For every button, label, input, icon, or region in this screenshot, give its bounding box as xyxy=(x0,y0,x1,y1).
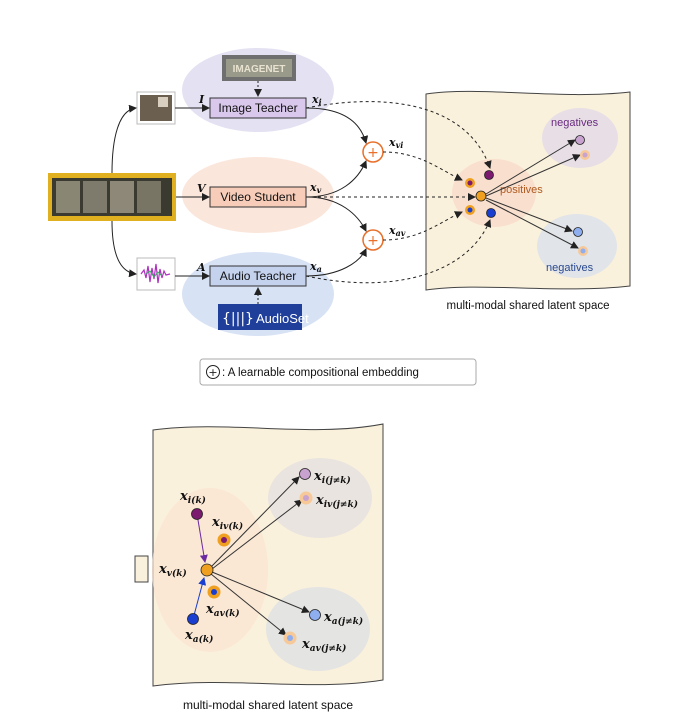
x-av-label: xav xyxy=(388,224,406,238)
plus-av-node: + xyxy=(362,229,384,251)
strip-to-audio-arrow xyxy=(111,220,137,278)
bottom-point-xi-k xyxy=(191,508,203,520)
xv-to-plus-av-arrow xyxy=(305,196,367,232)
top-point-xv xyxy=(475,190,487,202)
top-latent-caption: multi-modal shared latent space xyxy=(447,300,610,312)
svg-text:+: + xyxy=(367,233,379,249)
bottom-neg-region-bottom xyxy=(266,587,370,671)
xa-to-latent-dashed xyxy=(305,219,492,284)
xi-to-latent-dashed xyxy=(305,101,492,169)
negatives-top-label: negatives xyxy=(551,117,599,129)
bottom-point-xiv-jk-core xyxy=(303,495,309,501)
label-x-av-jk: xav(j≠k) xyxy=(301,637,346,654)
xi-to-xv-arrow xyxy=(196,513,208,563)
input-v-label: V xyxy=(197,182,207,195)
audio-teacher-label: Audio Teacher xyxy=(220,269,297,283)
label-x-i-k: xi(k) xyxy=(179,489,206,506)
bottom-point-xa-k xyxy=(187,613,199,625)
image-frame-thumbnail xyxy=(136,91,176,125)
svg-text:+: + xyxy=(208,366,217,379)
x-vi-label: xvi xyxy=(388,136,403,150)
xv-to-plus-vi-arrow xyxy=(305,160,367,198)
input-a-label: A xyxy=(196,261,206,274)
bottom-point-xav-jk-core xyxy=(287,635,293,641)
audio-waveform-thumbnail xyxy=(136,257,176,291)
label-x-iv-jk: xiv(j≠k) xyxy=(315,493,358,510)
to-neg-xi-arrow xyxy=(485,139,576,195)
to-neg-xa-arrow xyxy=(485,197,573,233)
xa-to-xv-arrow xyxy=(192,577,207,620)
strip-to-image-arrow xyxy=(111,104,137,174)
audioset-logo-icon: {|||} xyxy=(222,311,254,327)
bottom-point-xav-k-core xyxy=(211,589,217,595)
top-point-xav-core xyxy=(467,207,473,213)
bottom-side-tab xyxy=(134,555,149,583)
legend-plus-icon xyxy=(206,365,220,379)
legend-text: : A learnable compositional embedding xyxy=(222,367,419,379)
audioset-logo: {|||} AudioSet xyxy=(218,304,309,330)
x-a-label: xa xyxy=(309,260,322,274)
xv-to-xiv-neg-arrow xyxy=(211,499,303,570)
audioset-logo-text: AudioSet xyxy=(256,311,309,326)
imagenet-logo: IMAGENET xyxy=(222,55,296,81)
bottom-point-xi-jk xyxy=(299,468,311,480)
xv-to-xi-neg-arrow xyxy=(210,476,300,568)
input-i-label: I xyxy=(198,93,205,106)
positives-label: positives xyxy=(500,184,543,196)
label-x-i-jk: xi(j≠k) xyxy=(313,469,351,486)
top-neg-xiv-core xyxy=(582,152,588,158)
label-x-a-k: xa(k) xyxy=(184,628,213,645)
xv-to-xav-neg-arrow xyxy=(210,573,287,636)
image-teacher-label: Image Teacher xyxy=(218,101,297,115)
input-video-strip xyxy=(48,173,176,221)
bottom-point-xiv-k-core xyxy=(221,537,227,543)
video-student-label: Video Student xyxy=(220,190,296,204)
top-neg-xav-core xyxy=(580,248,586,254)
x-v-label: xv xyxy=(309,181,322,195)
plus-vi-node: + xyxy=(362,141,384,163)
label-x-av-k: xav(k) xyxy=(205,602,240,619)
xa-to-plus-av-arrow xyxy=(305,248,367,277)
x-i-label: xi xyxy=(311,93,322,107)
svg-text:+: + xyxy=(367,145,379,161)
to-neg-xiv-arrow xyxy=(485,154,581,197)
bottom-point-xa-jk xyxy=(309,609,321,621)
top-neg-xi xyxy=(575,135,585,145)
label-x-a-jk: xa(j≠k) xyxy=(323,610,363,627)
top-point-xvi-core xyxy=(467,180,473,186)
label-x-v-k: xv(k) xyxy=(158,562,187,579)
top-point-xi xyxy=(484,170,494,180)
negatives-bottom-label: negatives xyxy=(546,262,594,274)
top-point-xa xyxy=(486,208,496,218)
imagenet-logo-text: IMAGENET xyxy=(233,64,286,75)
to-neg-xav-arrow xyxy=(485,199,579,249)
legend-box: + : A learnable compositional embedding xyxy=(199,358,477,386)
xi-to-plus-vi-arrow xyxy=(305,107,369,144)
top-neg-xa xyxy=(573,227,583,237)
label-x-iv-k: xiv(k) xyxy=(211,515,243,532)
bottom-point-xv-k xyxy=(200,563,214,577)
xv-to-xa-neg-arrow xyxy=(211,571,310,614)
bottom-latent-caption: multi-modal shared latent space xyxy=(183,698,353,712)
